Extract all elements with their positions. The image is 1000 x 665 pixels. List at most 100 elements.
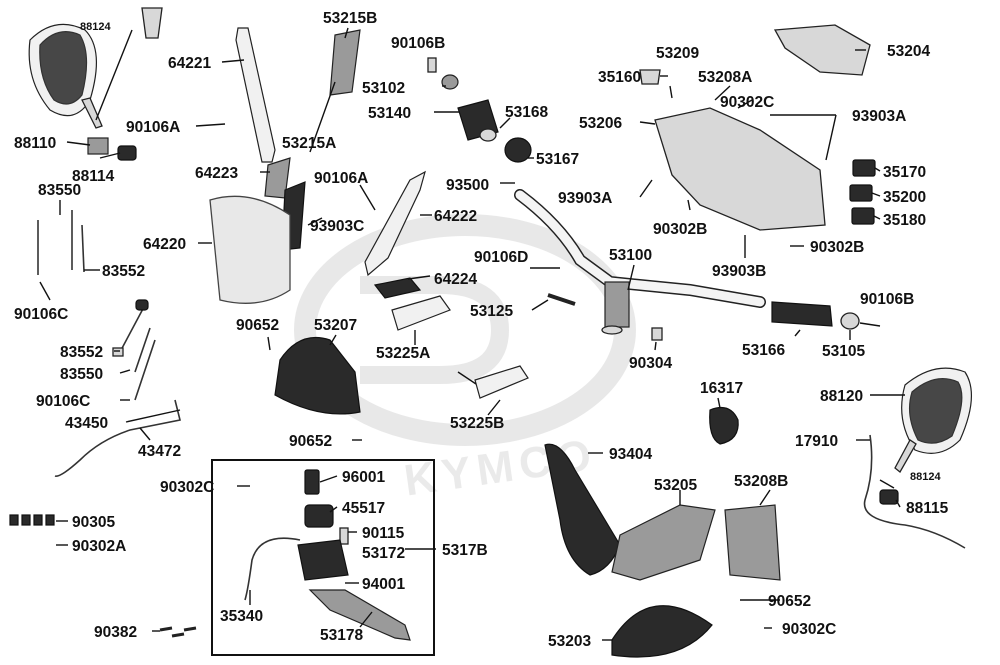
label-88110: 88110: [14, 135, 56, 152]
handlebar: [514, 189, 766, 335]
label-90382: 90382: [94, 624, 137, 641]
label-94001: 94001: [362, 576, 405, 593]
windshield-bracket: [235, 27, 276, 163]
label-90302b-right: 90302B: [810, 239, 864, 256]
label-83550-top: 83550: [38, 182, 81, 199]
label-53100: 53100: [609, 247, 652, 264]
small-connector: [639, 69, 661, 85]
lower-bracket-plate: [373, 277, 422, 299]
label-90652-c: 90652: [768, 593, 811, 610]
left-mirror: [28, 23, 109, 155]
label-93903c: 93903C: [310, 218, 364, 235]
screws-90382: [159, 626, 197, 638]
label-90304: 90304: [629, 355, 672, 372]
label-93500: 93500: [446, 177, 489, 194]
label-93903a-mid: 93903A: [558, 190, 612, 207]
leader-lines: [39, 27, 905, 641]
label-16317: 16317: [700, 380, 743, 397]
label-35340: 35340: [220, 608, 263, 625]
cable-right: [863, 434, 966, 549]
label-53178: 53178: [320, 627, 363, 644]
label-93404: 93404: [609, 446, 652, 463]
cover-plate-b: [474, 365, 529, 399]
label-35170: 35170: [883, 164, 926, 181]
label-64223: 64223: [195, 165, 238, 182]
clips-90305: [9, 514, 55, 526]
label-90652-b: 90652: [289, 433, 332, 450]
label-53215a: 53215A: [282, 135, 336, 152]
label-53105: 53105: [822, 343, 865, 360]
label-96001: 96001: [342, 469, 385, 486]
label-88115: 88115: [906, 500, 949, 517]
brand-watermark: KYMCO: [294, 214, 636, 505]
side-panel-b: [329, 29, 361, 96]
label-53207: 53207: [314, 317, 357, 334]
label-90106d: 90106D: [474, 249, 528, 266]
label-90106c-left: 90106C: [14, 306, 68, 323]
label-64222: 64222: [434, 208, 477, 225]
label-53225b: 53225B: [450, 415, 504, 432]
label-90302b-mid: 90302B: [653, 221, 707, 238]
throttle-parts: [427, 57, 532, 163]
pipe-clamp: [709, 407, 739, 445]
label-64224: 64224: [434, 271, 477, 288]
label-83550-mid: 83550: [60, 366, 103, 383]
label-53125: 53125: [470, 303, 513, 320]
cover-plate-a: [391, 295, 451, 331]
label-17910: 17910: [795, 433, 838, 450]
label-53209: 53209: [656, 45, 699, 62]
label-90302a: 90302A: [72, 538, 126, 555]
brake-lever-parts: [244, 469, 411, 641]
label-35180: 35180: [883, 212, 926, 229]
label-90106a-top: 90106A: [126, 119, 180, 136]
label-53225a: 53225A: [376, 345, 430, 362]
label-64221: 64221: [168, 55, 211, 72]
label-53102: 53102: [362, 80, 405, 97]
label-53167: 53167: [536, 151, 579, 168]
label-43472: 43472: [138, 443, 181, 460]
mirror-cap-left: [141, 7, 163, 39]
label-90302c-bottom: 90302C: [782, 621, 836, 638]
label-43450: 43450: [65, 415, 108, 432]
label-53205: 53205: [654, 477, 697, 494]
windshield: [209, 195, 291, 304]
part-labels: 88124 88110 88114 64221 53215B 90106B 53…: [14, 10, 949, 650]
label-53208b: 53208B: [734, 473, 788, 490]
label-93903b: 93903B: [712, 263, 766, 280]
right-mirror: [879, 367, 973, 505]
label-53140: 53140: [368, 105, 411, 122]
front-cover-lower: [274, 336, 361, 415]
label-53206: 53206: [579, 115, 622, 132]
label-88120: 88120: [820, 388, 863, 405]
cable-left: [54, 399, 181, 477]
label-90106b-top: 90106B: [391, 35, 445, 52]
bar-end: [840, 312, 860, 330]
label-53203: 53203: [548, 633, 591, 650]
label-88114: 88114: [72, 168, 115, 185]
right-grip: [771, 301, 833, 327]
label-88124-bottom: 88124: [910, 471, 941, 483]
label-53215b: 53215B: [323, 10, 377, 27]
label-83552-top: 83552: [102, 263, 145, 280]
lever-assembly-frame: [211, 459, 435, 656]
nut-90304: [651, 327, 663, 341]
label-88124-top: 88124: [80, 21, 111, 33]
label-53208a: 53208A: [698, 69, 752, 86]
upper-housing: [654, 107, 826, 231]
label-53204: 53204: [887, 43, 930, 60]
bar-bolt: [547, 293, 576, 306]
center-cover: [611, 605, 713, 658]
label-90302c-top: 90302C: [720, 94, 774, 111]
label-90106a-mid: 90106A: [314, 170, 368, 187]
label-53166: 53166: [742, 342, 785, 359]
label-53168: 53168: [505, 104, 548, 121]
side-trim-b: [724, 504, 781, 581]
rear-housing-cover: [773, 24, 871, 76]
mount-rods-left: [37, 210, 85, 275]
label-35200: 35200: [883, 189, 926, 206]
label-90652-a: 90652: [236, 317, 279, 334]
label-90106c-mid: 90106C: [36, 393, 90, 410]
mount-rods-lower: [112, 299, 156, 401]
